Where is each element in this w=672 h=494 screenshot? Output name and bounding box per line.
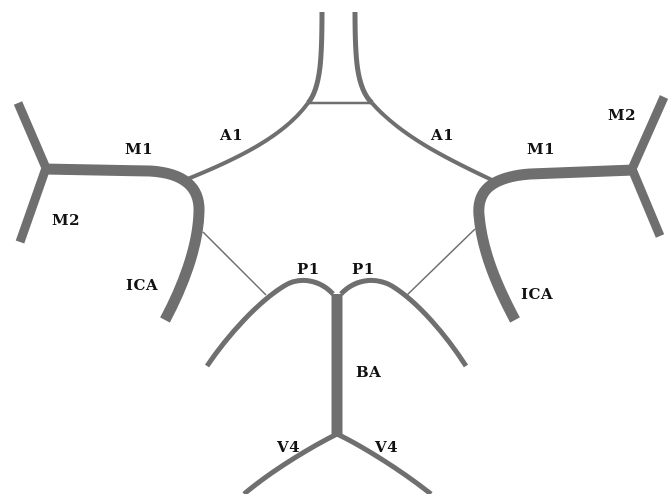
- a2-right-vessel: [352, 11, 374, 105]
- pca-left-vessel: [204, 277, 335, 368]
- a1-right-vessel: [370, 101, 493, 182]
- label-v4-left: V4: [276, 438, 300, 456]
- pcom-left-vessel: [202, 231, 267, 296]
- pcom-right-vessel: [404, 228, 476, 298]
- label-p1-right: P1: [352, 260, 375, 278]
- m1-ica-left-vessel: [43, 163, 205, 323]
- a2-left-vessel: [305, 11, 325, 105]
- v4-left-vessel: [242, 431, 339, 494]
- label-m1-left: M1: [125, 140, 153, 158]
- a1-left-vessel: [184, 101, 310, 182]
- label-a1-left: A1: [219, 126, 243, 144]
- label-a1-right: A1: [430, 126, 454, 144]
- label-ica-right: ICA: [521, 285, 553, 303]
- label-p1-left: P1: [297, 260, 320, 278]
- label-m2-right: M2: [608, 106, 636, 124]
- m2-left-lower-vessel: [15, 166, 51, 244]
- label-m2-left: M2: [52, 211, 80, 229]
- label-m1-right: M1: [527, 140, 555, 158]
- m2-right-upper-vessel: [627, 95, 669, 171]
- v4-right-vessel: [335, 431, 433, 494]
- label-v4-right: V4: [374, 438, 398, 456]
- label-ica-left: ICA: [126, 276, 158, 294]
- m2-left-upper-vessel: [13, 101, 51, 170]
- m2-right-lower-vessel: [627, 167, 665, 238]
- m1-ica-right-vessel: [473, 164, 635, 323]
- label-ba: BA: [356, 363, 381, 381]
- pca-right-vessel: [339, 277, 469, 368]
